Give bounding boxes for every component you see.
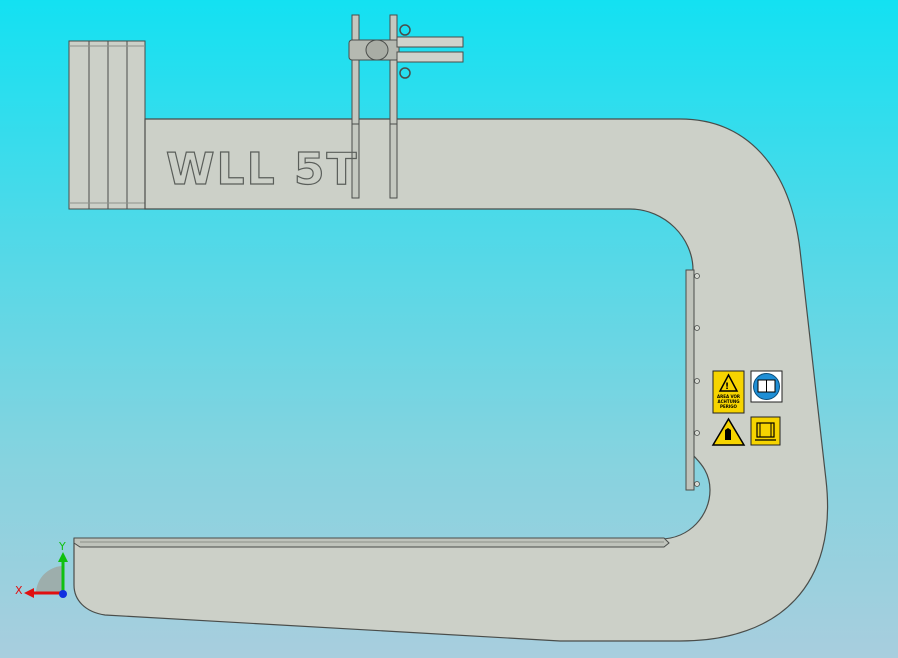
y-axis-label: Y bbox=[58, 540, 66, 553]
triad-plane-icon bbox=[36, 566, 62, 592]
coordinate-triad: Y X bbox=[15, 540, 68, 598]
lower-jaw-plate[interactable] bbox=[73, 537, 670, 548]
warning-caption: AREA VOR bbox=[717, 394, 740, 399]
lifting-lug-assembly[interactable] bbox=[348, 14, 464, 199]
z-axis-dot-icon bbox=[59, 590, 67, 598]
eye-ring-icon bbox=[399, 67, 411, 79]
eye-ring-icon bbox=[399, 24, 411, 36]
hand-crush-sign bbox=[711, 417, 746, 446]
bolt-icon bbox=[694, 378, 700, 384]
bolt-icon bbox=[694, 325, 700, 331]
bolt-icon bbox=[694, 481, 700, 487]
read-manual-sign bbox=[750, 370, 783, 403]
x-axis-label: X bbox=[15, 584, 23, 597]
frame-marking: WLL 5T bbox=[166, 144, 359, 195]
safety-signs: ! AREA VOR ACHTUNG PERIGO bbox=[711, 370, 783, 446]
warning-triangle-icon bbox=[718, 373, 739, 392]
throat-side-bar[interactable] bbox=[685, 269, 700, 491]
warning-caption: PERIGO bbox=[720, 404, 738, 409]
warning-caption: ACHTUNG bbox=[718, 399, 740, 404]
lifting-hazard-sign bbox=[750, 416, 781, 446]
warning-sign: ! AREA VOR ACHTUNG PERIGO bbox=[712, 370, 745, 414]
bolt-icon bbox=[694, 430, 700, 436]
svg-text:!: ! bbox=[725, 382, 729, 392]
load-icon bbox=[756, 422, 775, 438]
bolt-icon bbox=[694, 273, 700, 279]
counterweight-block[interactable] bbox=[68, 40, 146, 210]
